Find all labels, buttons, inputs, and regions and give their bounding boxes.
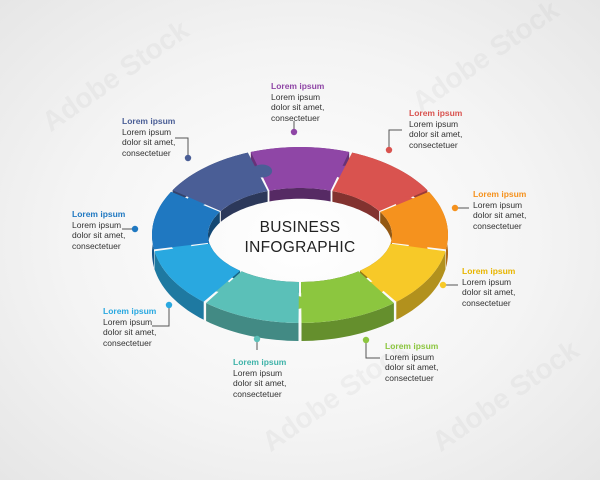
step-title: Lorem ipsum	[233, 357, 287, 367]
step-label-1: Lorem ipsum Lorem ipsum dolor sit amet, …	[271, 81, 324, 123]
step-text: dolor sit amet,	[271, 102, 325, 112]
step-text: dolor sit amet,	[122, 137, 176, 147]
ring-segment-inner-3	[380, 211, 392, 254]
center-title-line2: INFOGRAPHIC	[244, 239, 356, 256]
puzzle-knob-9	[252, 164, 273, 178]
step-text: Lorem ipsum	[233, 367, 283, 378]
ring-segment-inner-9	[220, 191, 268, 222]
step-text: dolor sit amet,	[385, 362, 439, 372]
step-text: Lorem ipsum	[473, 199, 523, 210]
step-text: dolor sit amet,	[72, 230, 126, 240]
ring-segment-7	[154, 243, 241, 302]
step-text: Lorem ipsum	[122, 126, 172, 137]
connector-dot-4	[439, 281, 447, 289]
step-title: Lorem ipsum	[385, 341, 439, 351]
connector-dot-8	[131, 225, 139, 233]
connector-dot-9	[184, 154, 192, 162]
step-text: consectetuer	[462, 297, 511, 308]
step-text: Lorem ipsum	[271, 91, 321, 102]
step-title: Lorem ipsum	[122, 116, 176, 126]
step-label-5: Lorem ipsum Lorem ipsum dolor sit amet, …	[385, 341, 438, 383]
step-label-4: Lorem ipsum Lorem ipsum dolor sit amet, …	[462, 266, 515, 308]
step-title: Lorem ipsum	[72, 209, 126, 219]
step-label-2: Lorem ipsum Lorem ipsum dolor sit amet, …	[409, 108, 462, 150]
center-title: BUSINESS INFOGRAPHIC	[205, 218, 395, 258]
step-text: consectetuer	[385, 372, 434, 383]
step-text: consectetuer	[271, 112, 320, 123]
step-label-7: Lorem ipsum Lorem ipsum dolor sit amet, …	[103, 306, 156, 348]
step-text: dolor sit amet,	[409, 129, 463, 139]
step-title: Lorem ipsum	[103, 306, 157, 316]
step-text: dolor sit amet,	[103, 327, 157, 337]
step-text: Lorem ipsum	[103, 316, 153, 327]
connector-dot-1	[290, 128, 298, 136]
step-text: consectetuer	[122, 147, 171, 158]
ring-segment-5	[301, 271, 394, 323]
step-label-3: Lorem ipsum Lorem ipsum dolor sit amet, …	[473, 189, 526, 231]
step-label-9: Lorem ipsum Lorem ipsum dolor sit amet, …	[122, 116, 175, 158]
step-title: Lorem ipsum	[409, 108, 463, 118]
step-label-8: Lorem ipsum Lorem ipsum dolor sit amet, …	[72, 209, 125, 251]
connector-dot-3	[451, 204, 459, 212]
step-text: consectetuer	[409, 139, 458, 150]
step-text: consectetuer	[473, 220, 522, 231]
connector-line-5	[365, 340, 380, 359]
ring-segment-side-6	[206, 303, 299, 341]
step-title: Lorem ipsum	[271, 81, 325, 91]
step-text: Lorem ipsum	[409, 118, 459, 129]
connector-dot-7	[165, 301, 173, 309]
ring-segment-side-5	[301, 303, 394, 341]
ring-segment-1	[250, 147, 350, 191]
connector-dots	[131, 128, 459, 344]
image-id: 1197119620	[0, 351, 4, 412]
connector-dot-5	[362, 336, 370, 344]
step-text: consectetuer	[233, 388, 282, 399]
step-text: dolor sit amet,	[462, 287, 516, 297]
ring-segment-side-4	[396, 251, 446, 320]
step-label-6: Lorem ipsum Lorem ipsum dolor sit amet, …	[233, 357, 286, 399]
ring-segment-inner-1	[269, 188, 331, 202]
step-title: Lorem ipsum	[473, 189, 527, 199]
connector-line-2	[388, 129, 402, 150]
center-title-line1: BUSINESS	[259, 219, 341, 236]
step-text: Lorem ipsum	[385, 351, 435, 362]
connector-dot-6	[253, 335, 261, 343]
ring-segment-3	[380, 191, 448, 250]
connector-line-7	[152, 305, 170, 327]
step-text: Lorem ipsum	[72, 219, 122, 230]
ring-tops	[152, 147, 448, 323]
step-text: consectetuer	[103, 337, 152, 348]
step-title: Lorem ipsum	[462, 266, 516, 276]
connector-dot-2	[385, 146, 393, 154]
ring-segment-9	[172, 152, 268, 212]
ring-segment-2	[332, 152, 428, 212]
step-text: Lorem ipsum	[462, 276, 512, 287]
ring-segment-inner-2	[332, 191, 380, 222]
connector-lines	[122, 121, 469, 359]
ring-segment-inner-8	[208, 211, 220, 254]
ring-segment-side-7	[154, 251, 204, 320]
ring-segment-8	[152, 191, 220, 250]
step-text: dolor sit amet,	[233, 378, 287, 388]
step-text: consectetuer	[72, 240, 121, 251]
step-text: dolor sit amet,	[473, 210, 527, 220]
connector-line-9	[175, 137, 189, 158]
